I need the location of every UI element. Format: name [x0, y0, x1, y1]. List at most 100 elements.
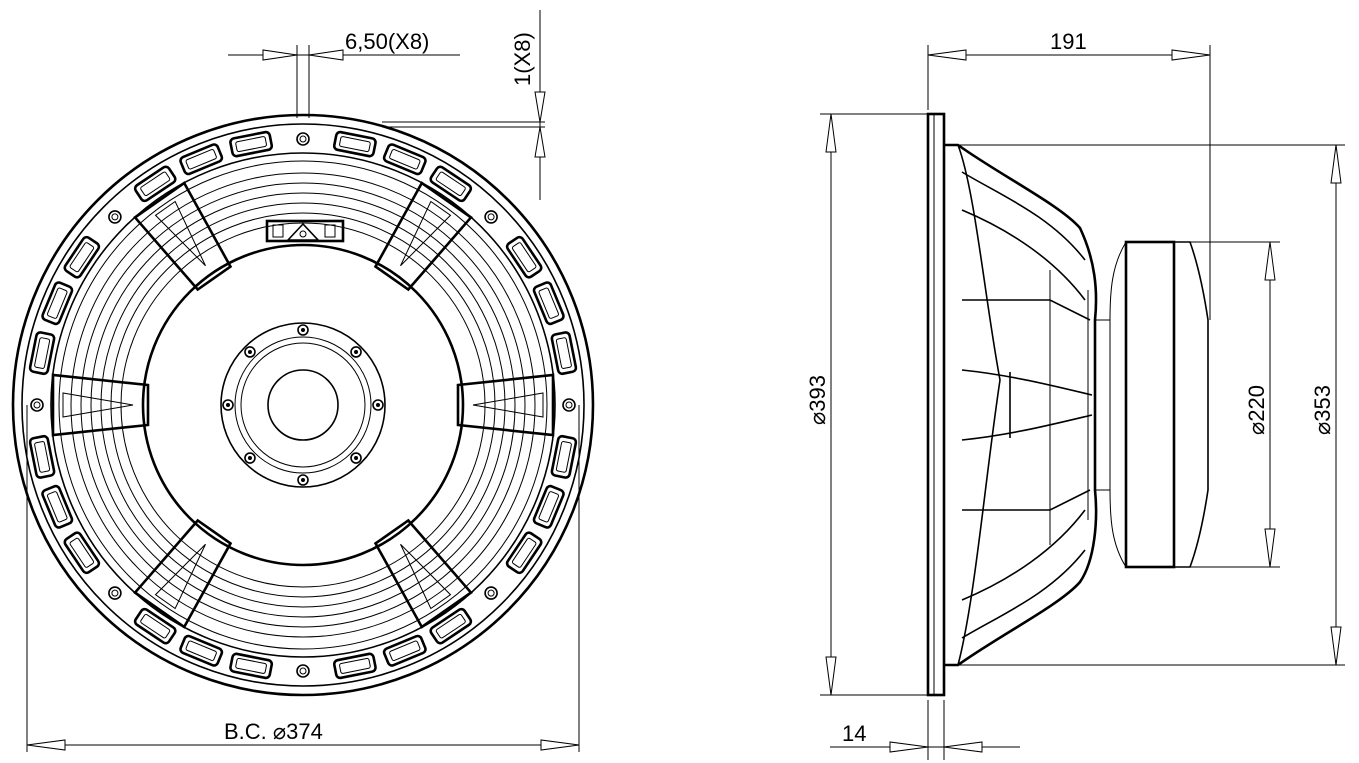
rim-slot [229, 130, 274, 158]
rim-slot [332, 130, 377, 158]
frame-ring-1 [50, 152, 556, 658]
rim-slot [63, 531, 101, 575]
surround-ring-5 [110, 212, 496, 598]
rim-slot [28, 434, 56, 479]
rim-slot [505, 531, 543, 575]
rim-slot [382, 634, 427, 667]
rim-slot [179, 634, 224, 667]
mounting-hole-inner [111, 589, 119, 597]
outer-diameter-dimension: ⌀393 [805, 113, 928, 696]
mounting-hole [30, 398, 44, 412]
hub-screw-center [301, 328, 305, 332]
rim-slot [133, 607, 177, 645]
mounting-hole-inner [487, 589, 495, 597]
bolt-circle-dimension: B.C. ⌀374 [26, 405, 580, 752]
flange-dimension: 14 [830, 700, 1020, 760]
rim-slot [532, 281, 565, 326]
mounting-hole [562, 398, 576, 412]
rim-slot [41, 484, 74, 529]
hub-screw [297, 474, 309, 486]
mounting-hole [484, 586, 498, 600]
basket-spoke [456, 373, 555, 437]
mounting-hole [296, 664, 310, 678]
rim-slot [382, 143, 427, 176]
rim-slot [532, 484, 565, 529]
hub-screw [350, 346, 362, 358]
mounting-hole [108, 586, 122, 600]
rim-slot [229, 652, 274, 680]
basket-rib-top [961, 171, 1091, 321]
rim-slot [550, 331, 578, 376]
hub-screw-center [247, 456, 252, 461]
frame-outer-rim [11, 113, 595, 697]
hub-screw [244, 452, 256, 464]
mounting-hole [484, 210, 498, 224]
hub-screws [222, 324, 384, 486]
magnet-diameter-label: ⌀220 [1244, 385, 1269, 435]
hub-ring-mid [234, 336, 372, 474]
basket-diameter-dimension: ⌀353 [958, 144, 1345, 666]
basket-spoke [133, 181, 233, 292]
magnet-rear-cap [1174, 241, 1209, 568]
hub-screw [297, 324, 309, 336]
surround-ring-3 [90, 192, 516, 618]
mounting-slot-ring [28, 130, 578, 680]
rim-slot [550, 434, 578, 479]
hub-screw [244, 346, 256, 358]
hub-ring-inner [240, 342, 366, 468]
rim-slot [179, 143, 224, 176]
mounting-hole-inner [299, 667, 307, 675]
rim-slot [133, 165, 177, 203]
mounting-hole-inner [565, 401, 573, 409]
hub-ring-outer [220, 322, 386, 488]
basket-spokes [51, 181, 555, 629]
surround-ring-2 [80, 182, 526, 628]
flange-label: 14 [842, 721, 866, 746]
frame-ring-2 [58, 160, 548, 650]
surround-ring-4 [100, 202, 506, 608]
hub-screw [372, 399, 384, 411]
hole-dimension: 6,50(X8) [228, 29, 460, 118]
rim-slot [429, 165, 473, 203]
surround-ring-1 [70, 172, 536, 638]
basket-spoke [373, 518, 473, 629]
basket-spoke [133, 518, 233, 629]
basket-diameter-label: ⌀353 [1310, 385, 1335, 435]
depth-label: 191 [1050, 29, 1087, 54]
frame-rim-inner [21, 123, 585, 687]
rim-slot [41, 281, 74, 326]
hole-dim-label: 6,50(X8) [345, 29, 429, 54]
front-view: 6,50(X8) 1(X8) B.C. ⌀374 [11, 10, 595, 752]
hub-screw [350, 452, 362, 464]
basket-rib-bottom [961, 489, 1091, 639]
rim-slot [429, 607, 473, 645]
mounting-hole-inner [33, 401, 41, 409]
magnet-plate [141, 243, 465, 567]
hub-screw-center [354, 456, 359, 461]
basket-outline [944, 143, 1098, 667]
hub-screw-center [301, 478, 305, 482]
rim-slot [28, 331, 56, 376]
hub-screw-center [247, 349, 252, 354]
mounting-hole [108, 210, 122, 224]
basket-rib-center [961, 369, 1093, 441]
outer-diameter-label: ⌀393 [805, 375, 830, 425]
bolt-circle-label: B.C. ⌀374 [224, 719, 323, 744]
magnet-diameter-dimension: ⌀220 [1174, 241, 1280, 568]
mounting-hole-inner [299, 135, 307, 143]
mounting-hole [296, 132, 310, 146]
surround-ring-6 [120, 222, 486, 588]
rim-slot [505, 235, 543, 279]
side-view: 191 14 ⌀393 ⌀353 [805, 29, 1345, 760]
basket-spoke [373, 181, 473, 292]
hub-screw-center [376, 403, 380, 407]
offset-dim-label: 1(X8) [510, 32, 535, 86]
depth-dimension: 191 [927, 29, 1211, 320]
rim-slot [332, 652, 377, 680]
pole-piece [267, 369, 339, 441]
basket-spoke [51, 373, 150, 437]
hub-screw [222, 399, 234, 411]
magnet-assembly [1124, 240, 1176, 569]
rim-slot [63, 235, 101, 279]
